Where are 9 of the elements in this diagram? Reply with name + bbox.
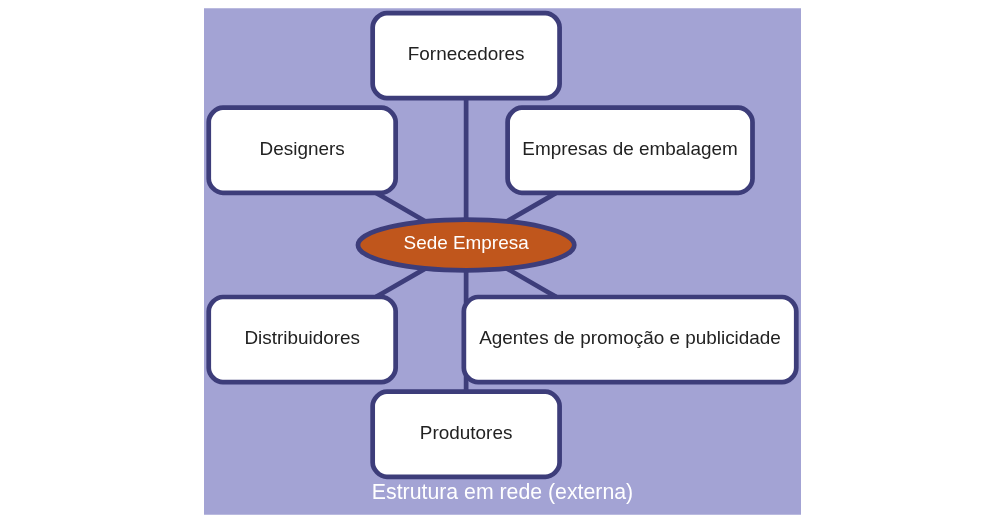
node-box: Fornecedores bbox=[370, 10, 562, 101]
node-box: Distribuidores bbox=[206, 294, 398, 385]
node-ellipse: Sede Empresa bbox=[355, 217, 577, 273]
node-box: Produtores bbox=[370, 389, 562, 480]
node-box: Empresas de embalagem bbox=[505, 105, 755, 196]
connector bbox=[463, 98, 469, 220]
node-box: Designers bbox=[206, 105, 398, 196]
node-box: Agentes de promoção e publicidade bbox=[461, 294, 799, 385]
caption: Estrutura em rede (externa) bbox=[371, 479, 634, 504]
